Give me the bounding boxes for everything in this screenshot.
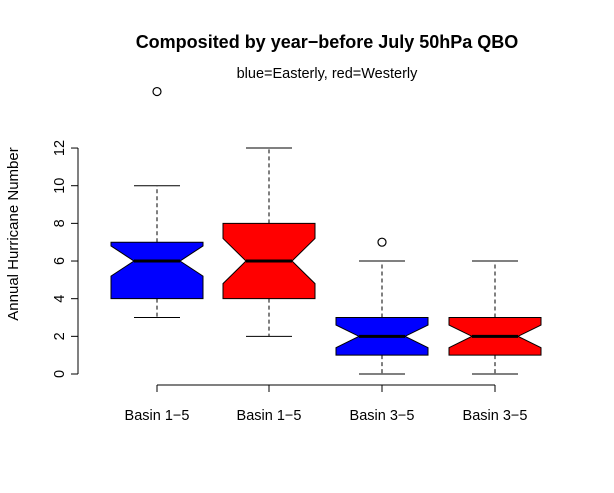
box-body <box>110 241 204 300</box>
chart-title: Composited by year−before July 50hPa QBO <box>136 32 519 52</box>
box-2 <box>222 147 316 337</box>
axes: 0 2 4 6 8 10 12 <box>52 140 496 392</box>
boxes <box>110 86 542 375</box>
category-label: Basin 1−5 <box>125 408 190 424</box>
box-1 <box>110 86 204 319</box>
category-label: Basin 3−5 <box>463 408 528 424</box>
outlier-point <box>152 86 162 97</box>
outlier-point <box>377 237 387 247</box>
y-tick-label: 4 <box>52 295 68 303</box>
box-3 <box>335 237 429 375</box>
box-4 <box>448 260 542 375</box>
category-label: Basin 3−5 <box>350 408 415 424</box>
category-labels: Basin 1−5 Basin 1−5 Basin 3−5 Basin 3−5 <box>125 408 528 424</box>
y-tick-label: 2 <box>52 332 68 340</box>
y-tick-label: 6 <box>52 257 68 265</box>
y-axis-label: Annual Hurricane Number <box>5 147 22 320</box>
y-tick-label: 0 <box>52 370 68 378</box>
category-label: Basin 1−5 <box>237 408 302 424</box>
y-tick-label: 12 <box>52 140 68 156</box>
chart-subtitle: blue=Easterly, red=Westerly <box>237 66 419 82</box>
y-tick-label: 10 <box>52 178 68 194</box>
y-tick-label: 8 <box>52 219 68 227</box>
